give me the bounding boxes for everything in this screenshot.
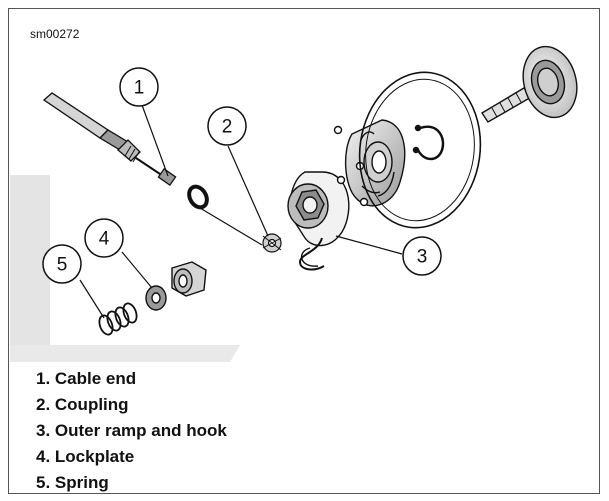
callout-1-number: 1: [134, 78, 145, 99]
leader-lines: [79, 104, 403, 319]
figure-reference-code: sm00272: [30, 27, 80, 41]
callout-3-number: 3: [417, 247, 428, 268]
adjuster-nut: [171, 261, 207, 297]
callout-4-number: 4: [99, 229, 110, 250]
parts-legend: 1. Cable end 2. Coupling 3. Outer ramp a…: [36, 366, 227, 496]
callout-2-number: 2: [222, 117, 233, 138]
legend-item-outer-ramp-and-hook: 3. Outer ramp and hook: [36, 421, 227, 440]
legend-item-spring: 5. Spring: [36, 473, 109, 492]
o-ring: [187, 184, 209, 210]
callout-2: 2: [207, 106, 247, 146]
cable-assembly: [42, 92, 177, 187]
callout-3: 3: [402, 236, 442, 276]
callout-5: 5: [42, 244, 82, 284]
callout-4: 4: [84, 218, 124, 258]
legend-item-lockplate: 4. Lockplate: [36, 447, 135, 466]
backplate-ring: [358, 71, 482, 229]
callout-1: 1: [119, 67, 159, 107]
callout-5-number: 5: [57, 255, 68, 276]
coupling-part: [262, 233, 282, 253]
spring-part: [98, 302, 138, 336]
lockplate-part: [145, 285, 167, 311]
adjuster-knob: [481, 45, 578, 123]
legend-item-coupling: 2. Coupling: [36, 395, 129, 414]
legend-item-cable-end: 1. Cable end: [36, 369, 137, 388]
cable-end-fitting: [157, 167, 177, 187]
outer-ramp-and-hook: [287, 171, 350, 271]
circlip: [412, 124, 445, 161]
